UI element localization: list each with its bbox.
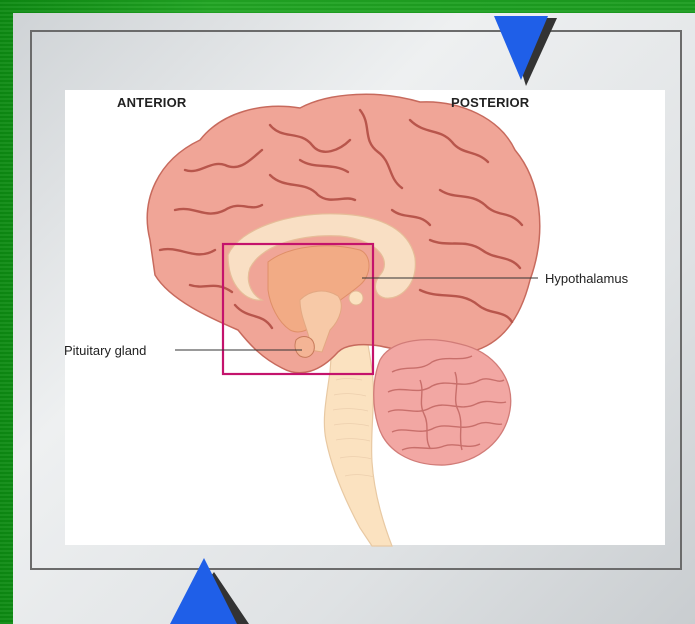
hypothalamus-label: Hypothalamus bbox=[545, 271, 628, 286]
anterior-label: ANTERIOR bbox=[117, 95, 187, 110]
down-arrow-icon bbox=[494, 16, 557, 86]
posterior-label: POSTERIOR bbox=[451, 95, 529, 110]
pineal-body bbox=[349, 291, 363, 305]
up-arrow-icon bbox=[170, 558, 249, 624]
pituitary-gland-label: Pituitary gland bbox=[64, 343, 146, 358]
pituitary-gland bbox=[295, 337, 314, 358]
